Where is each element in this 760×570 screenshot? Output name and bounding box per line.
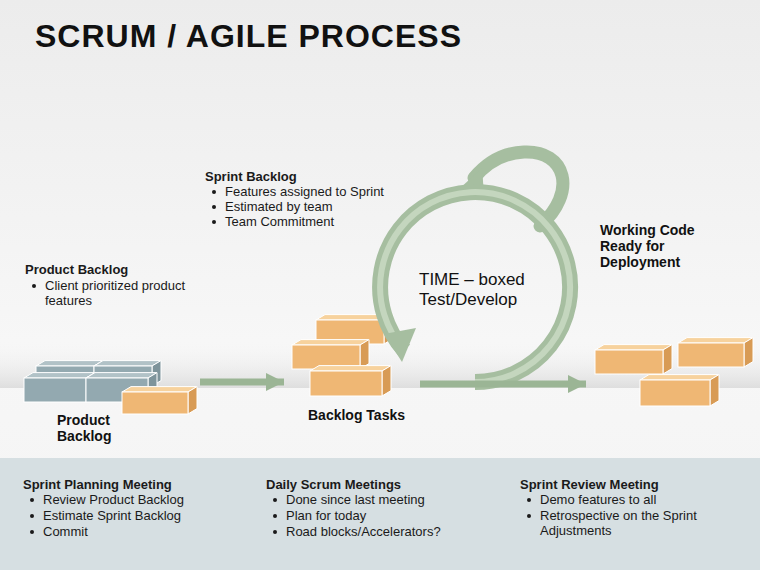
bullet-item: Features assigned to Sprint <box>205 184 435 199</box>
bullet-item: Retrospective on the Sprint Adjustments <box>520 508 735 538</box>
crate-front <box>122 392 188 414</box>
crate-top <box>24 373 95 378</box>
crate-side <box>360 340 369 369</box>
crate-top <box>86 373 157 378</box>
bullet-item: Done since last meeting <box>266 492 496 507</box>
flow-arrow <box>200 379 284 386</box>
crate-side <box>710 375 719 406</box>
cycle-arrowhead <box>384 328 416 362</box>
crate-top <box>36 361 103 366</box>
section-heading: Sprint Planning Meeting <box>23 477 172 492</box>
diagram-title: SCRUM / AGILE PROCESS <box>35 18 462 55</box>
crate-side <box>744 338 753 367</box>
bullet-item: Road blocks/Accelerators? <box>266 524 496 539</box>
bullet-item: Team Commitment <box>205 214 405 229</box>
crate-front <box>595 350 663 374</box>
sprint-cycle <box>380 152 570 382</box>
crate-top <box>640 375 719 380</box>
node-label: TIME – boxed Test/Develop <box>419 270 544 310</box>
node-label: Working Code Ready for Deployment <box>600 222 715 270</box>
crate-top <box>94 361 161 366</box>
sprint-cycle-node: TIME – boxed Test/Develop <box>415 268 545 318</box>
crate-front <box>640 380 710 406</box>
bullet-item: Estimated by team <box>205 199 405 214</box>
node-label: Product Backlog <box>57 412 142 444</box>
crate-top <box>595 345 672 350</box>
product-backlog-stack: Product Backlog <box>20 352 198 448</box>
node-label: Backlog Tasks <box>308 407 416 423</box>
section-heading: Product Backlog <box>25 262 128 277</box>
meeting-band <box>0 458 760 570</box>
working-code-stack: Working Code Ready for Deployment <box>588 222 753 414</box>
section-heading: Sprint Review Meeting <box>520 477 659 492</box>
crate-top <box>678 338 753 343</box>
section-heading: Sprint Backlog <box>205 169 297 184</box>
flow-arrow <box>420 381 586 388</box>
bullet-item: Review Product Backlog <box>23 492 243 507</box>
crate-side <box>188 387 197 414</box>
backlog-tasks-stack: Backlog Tasks <box>286 310 418 430</box>
cycle-ring-highlight <box>380 192 570 382</box>
crate-front <box>678 343 744 367</box>
bullet-item: Demo features to all <box>520 492 735 507</box>
section-heading: Daily Scrum Meetings <box>266 477 401 492</box>
crate-side <box>382 366 391 396</box>
bullet-item: Estimate Sprint Backlog <box>23 508 243 523</box>
bullet-item: Commit <box>23 524 243 539</box>
crate-top <box>122 387 197 392</box>
crate-front <box>24 378 86 402</box>
cycle-ring <box>380 192 570 382</box>
crate-top <box>310 366 391 371</box>
crate-top <box>292 340 369 345</box>
bullet-item: Plan for today <box>266 508 496 523</box>
crate-side <box>663 345 672 374</box>
crate-front <box>310 371 382 396</box>
bullet-item: Client prioritized product features <box>25 278 210 308</box>
